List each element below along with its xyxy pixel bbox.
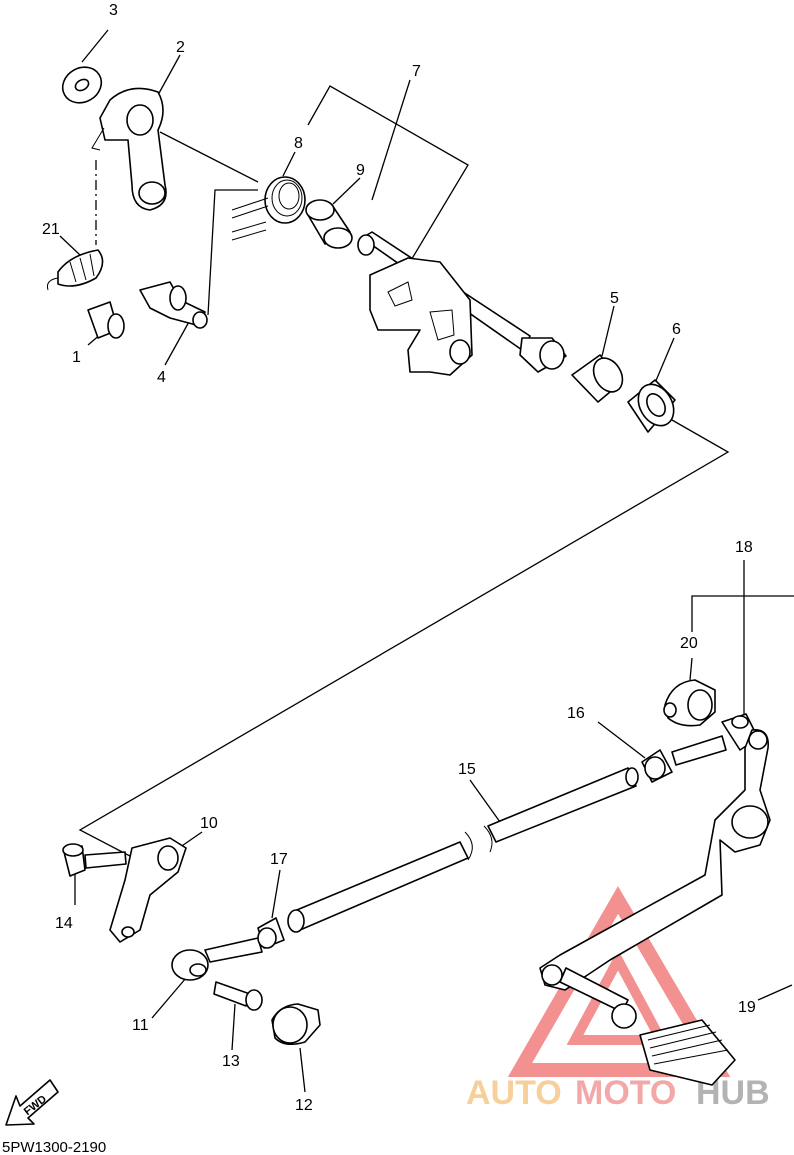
label-part-6: 6 — [672, 321, 681, 338]
label-part-15: 15 — [458, 761, 476, 778]
part-lever-2 — [91, 87, 167, 211]
label-part-4: 4 — [157, 369, 166, 386]
label-part-5: 5 — [610, 290, 619, 307]
part-collar-5 — [571, 354, 624, 403]
part-bolt-14 — [62, 843, 127, 877]
part-nut-17 — [257, 917, 285, 949]
part-collar-9 — [305, 199, 353, 249]
label-part-14: 14 — [55, 915, 73, 932]
part-seal-6 — [627, 379, 676, 433]
part-rod-end-11 — [171, 937, 263, 981]
label-part-13: 13 — [222, 1053, 240, 1070]
part-spring-8 — [231, 176, 306, 241]
label-part-21: 21 — [42, 221, 60, 238]
part-pin-1 — [87, 301, 125, 339]
part-labels: 3 2 7 8 9 21 1 4 5 6 18 20 16 15 10 17 1… — [42, 2, 756, 1114]
watermark-text-auto: AUTO — [466, 1074, 562, 1112]
part-rod-15 — [287, 767, 639, 933]
part-cap-12 — [271, 1003, 321, 1046]
label-part-1: 1 — [72, 349, 81, 366]
leader-lines — [59, 29, 794, 1093]
label-part-20: 20 — [680, 635, 698, 652]
part-shift-shaft-7 — [357, 231, 567, 376]
label-part-2: 2 — [176, 39, 185, 56]
label-part-19: 19 — [738, 999, 756, 1016]
part-shift-pedal-19 — [539, 729, 771, 1086]
part-spring-21 — [47, 249, 104, 291]
part-lever-10 — [109, 837, 187, 943]
part-nut-16 — [641, 735, 727, 783]
label-part-12: 12 — [295, 1097, 313, 1114]
label-part-11: 11 — [132, 1017, 149, 1034]
label-part-7: 7 — [412, 63, 421, 80]
label-part-17: 17 — [270, 851, 288, 868]
label-part-9: 9 — [356, 162, 365, 179]
part-bolt-4 — [139, 281, 208, 329]
part-cap-20 — [663, 679, 716, 727]
label-part-8: 8 — [294, 135, 303, 152]
label-part-3: 3 — [109, 2, 118, 19]
label-part-18: 18 — [735, 539, 753, 556]
part-washer-3 — [61, 66, 103, 104]
label-part-10: 10 — [200, 815, 218, 832]
part-bolt-13 — [213, 981, 263, 1011]
fwd-arrow-icon: FWD — [5, 1079, 59, 1126]
watermark-text-moto: MOTO — [575, 1074, 676, 1112]
diagram-code: 5PW1300-2190 — [2, 1139, 106, 1155]
label-part-16: 16 — [567, 705, 585, 722]
